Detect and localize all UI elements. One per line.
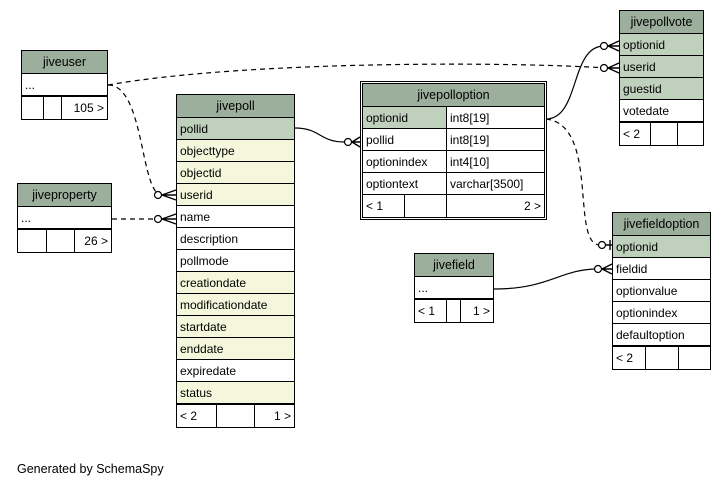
table-row: pollmode: [177, 250, 294, 272]
table-title: jivefieldoption: [613, 213, 710, 236]
table-row: name: [177, 206, 294, 228]
table-footer-cell: 2 >: [523, 199, 541, 213]
edge-end-circle: [153, 214, 163, 224]
column-type: varchar[3500]: [450, 177, 524, 191]
edge-end-circle: [153, 190, 163, 200]
table-row: ...: [22, 74, 107, 96]
table-row: ...: [18, 207, 111, 229]
table-footer-cell: 1 >: [472, 304, 490, 318]
table-row: modificationdate: [177, 294, 294, 316]
table-footer-cell: [651, 123, 678, 145]
table-jivefield[interactable]: jivefield ... < 1 1 >: [414, 253, 494, 323]
table-footer-cell: < 1: [415, 300, 447, 322]
table-row: expiredate: [177, 360, 294, 382]
table-footer-cell: < 2: [613, 347, 646, 369]
column-type: int8[19]: [450, 111, 490, 125]
edge-jivepolloption-jivefieldoption: [545, 118, 601, 246]
edge-jivepolloption-jivepollvote: [545, 45, 605, 120]
crowfoot-jivepollvote-optionid: [607, 40, 620, 52]
table-title: jivepollvote: [620, 11, 703, 34]
table-row: startdate: [177, 316, 294, 338]
edge-jivefield-jivefieldoption: [493, 268, 599, 290]
table-row: optionid: [613, 236, 710, 258]
table-jivepollvote[interactable]: jivepollvote optionid userid guestid vot…: [619, 10, 704, 146]
edge-jivepoll-jivepolloption: [294, 127, 345, 143]
crowfoot-jivepolloption-pollid: [351, 136, 361, 148]
column-name: pollid: [363, 129, 447, 150]
table-footer-cell: [18, 230, 47, 252]
table-footer-cell: [44, 97, 62, 119]
table-jivepoll[interactable]: jivepoll pollid objecttype objectid user…: [176, 94, 295, 428]
table-footer-cell: 26 >: [84, 234, 108, 248]
table-row: pollid: [177, 118, 294, 140]
crowfoot-jivepoll-name: [161, 213, 177, 225]
column-name: optionid: [363, 107, 447, 128]
table-footer-cell: [447, 300, 461, 322]
table-footer-cell: [217, 405, 255, 427]
table-row: votedate: [620, 100, 703, 122]
table-row: description: [177, 228, 294, 250]
table-title: jivepoll: [177, 95, 294, 118]
crowfoot-jivepoll-userid: [161, 189, 177, 201]
column-type: int8[19]: [450, 133, 490, 147]
table-row: objecttype: [177, 140, 294, 162]
table-footer-cell: [405, 195, 447, 217]
table-footer-cell: [646, 347, 679, 369]
table-footer-cell: [22, 97, 44, 119]
table-footer-cell: < 2: [177, 405, 217, 427]
crowfoot-jivepollvote-userid: [607, 62, 620, 74]
column-name: optiontext: [363, 173, 447, 194]
table-row: defaultoption: [613, 324, 710, 346]
table-footer-cell: < 2: [620, 123, 651, 145]
table-title: jiveuser: [22, 51, 107, 74]
generator-caption: Generated by SchemaSpy: [17, 462, 164, 476]
table-row: userid: [177, 184, 294, 206]
edge-jiveuser-jivepollvote: [107, 63, 607, 86]
table-row: optionindex: [613, 302, 710, 324]
table-row: optionvalue: [613, 280, 710, 302]
edge-end-circle: [599, 41, 609, 51]
table-row: objectid: [177, 162, 294, 184]
table-footer-cell: [678, 123, 703, 145]
edge-end-circle: [599, 63, 609, 73]
crowfoot-jivefieldoption-fieldid: [601, 263, 613, 275]
table-footer-cell: < 1: [363, 195, 405, 217]
table-row: ...: [415, 277, 493, 299]
edge-end-circle: [343, 137, 353, 147]
edge-end-circle: [597, 240, 607, 250]
table-title: jivepolloption: [363, 84, 544, 107]
table-row: enddate: [177, 338, 294, 360]
table-row: userid: [620, 56, 703, 78]
table-row: creationdate: [177, 272, 294, 294]
table-footer-cell: [679, 347, 710, 369]
edge-jiveuser-jivepoll: [107, 84, 163, 196]
table-jivefieldoption[interactable]: jivefieldoption optionid fieldid optionv…: [612, 212, 711, 370]
table-title: jiveproperty: [18, 184, 111, 207]
table-footer-cell: 105 >: [73, 101, 104, 115]
table-row: status: [177, 382, 294, 404]
column-type: int4[10]: [450, 155, 490, 169]
table-footer-cell: [47, 230, 75, 252]
crowfoot-jivefieldoption-optionid: [606, 240, 612, 250]
edge-end-circle: [593, 264, 603, 274]
table-footer-cell: 1 >: [273, 409, 291, 423]
table-jivepolloption[interactable]: jivepolloption optionid int8[19] pollid …: [360, 81, 547, 220]
table-row: fieldid: [613, 258, 710, 280]
table-title: jivefield: [415, 254, 493, 277]
column-name: optionindex: [363, 151, 447, 172]
table-jiveuser[interactable]: jiveuser ... 105 >: [21, 50, 108, 120]
table-jiveproperty[interactable]: jiveproperty ... 26 >: [17, 183, 112, 253]
table-row: optionid: [620, 34, 703, 56]
table-row: guestid: [620, 78, 703, 100]
